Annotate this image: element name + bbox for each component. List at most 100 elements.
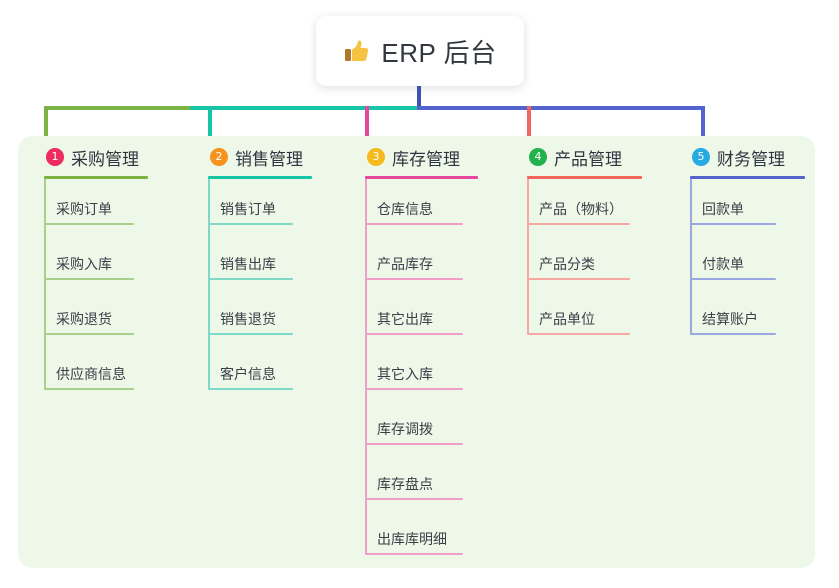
leaf-item[interactable]: 结算账户 [690,289,805,344]
drop-connector-2 [208,106,212,154]
branch-title: 财务管理 [717,149,785,169]
branch-leaf-list: 仓库信息产品库存其它出库其它入库库存调拨库存盘点出库库明细 [365,179,478,564]
branch-badge-icon: 3 [367,148,385,166]
leaf-item[interactable]: 客户信息 [208,344,312,399]
leaf-item-rule [365,278,463,280]
leaf-item-label: 销售订单 [220,201,276,217]
branch-title: 采购管理 [71,149,139,169]
leaf-item[interactable]: 其它入库 [365,344,478,399]
leaf-item[interactable]: 其它出库 [365,289,478,344]
leaf-item-rule [44,388,134,390]
leaf-item-label: 产品库存 [377,256,433,272]
leaf-item-rule [527,223,630,225]
branch-spine [208,179,210,389]
drop-connector-3 [365,106,369,154]
leaf-item-rule [365,223,463,225]
leaf-item-rule [365,443,463,445]
leaf-item-rule [365,553,463,555]
bus-bar-mid-segment [190,106,421,110]
branch-badge-icon: 2 [210,148,228,166]
leaf-item-label: 其它出库 [377,311,433,327]
leaf-item-label: 供应商信息 [56,366,126,382]
leaf-item[interactable]: 采购入库 [44,234,148,289]
branch-header-4[interactable]: 4 产品管理 [527,144,642,170]
leaf-item[interactable]: 供应商信息 [44,344,148,399]
leaf-item-label: 其它入库 [377,366,433,382]
bus-bar-right-segment [417,106,705,110]
leaf-item[interactable]: 仓库信息 [365,179,478,234]
leaf-item-rule [208,223,293,225]
leaf-item[interactable]: 采购订单 [44,179,148,234]
leaf-item-label: 产品（物料） [539,201,623,217]
branch-leaf-list: 回款单付款单结算账户 [690,179,805,344]
leaf-item-rule [690,223,776,225]
leaf-item[interactable]: 产品分类 [527,234,642,289]
leaf-item-rule [44,333,134,335]
branch-badge-icon: 4 [529,148,547,166]
leaf-item-rule [44,278,134,280]
leaf-item-label: 付款单 [702,256,744,272]
leaf-item[interactable]: 销售出库 [208,234,312,289]
leaf-item[interactable]: 出库库明细 [365,509,478,564]
leaf-item[interactable]: 采购退货 [44,289,148,344]
drop-connector-4 [527,106,531,154]
branch-header-1[interactable]: 1 采购管理 [44,144,148,170]
leaf-item-rule [365,388,463,390]
leaf-item-label: 出库库明细 [377,531,447,547]
leaf-item-label: 采购退货 [56,311,112,327]
leaf-item[interactable]: 产品（物料） [527,179,642,234]
branch-header-rule [365,176,478,179]
root-stem-connector [417,86,421,106]
branch-spine [690,179,692,334]
branch-title: 产品管理 [554,149,622,169]
branch-badge-icon: 1 [46,148,64,166]
leaf-item[interactable]: 库存调拨 [365,399,478,454]
root-title: ERP 后台 [381,37,497,68]
leaf-item[interactable]: 销售退货 [208,289,312,344]
leaf-item-rule [527,278,630,280]
leaf-item-rule [527,333,630,335]
branch-column-4: 4 产品管理产品（物料） 产品分类产品单位 [527,144,642,344]
leaf-item-rule [690,333,776,335]
leaf-item-label: 回款单 [702,201,744,217]
leaf-item[interactable]: 回款单 [690,179,805,234]
leaf-item-rule [690,278,776,280]
leaf-item-rule [365,333,463,335]
leaf-item[interactable]: 产品库存 [365,234,478,289]
leaf-item-label: 结算账户 [702,311,758,327]
branch-spine [527,179,529,334]
root-node[interactable]: ERP 后台 [316,16,524,86]
leaf-item-label: 销售退货 [220,311,276,327]
branch-column-1: 1 采购管理采购订单采购入库采购退货供应商信息 [44,144,148,399]
leaf-item-label: 销售出库 [220,256,276,272]
thumbs-up-icon [343,37,371,65]
leaf-item-label: 客户信息 [220,366,276,382]
branch-header-rule [44,176,148,179]
leaf-item-label: 产品单位 [539,311,595,327]
branch-leaf-list: 采购订单采购入库采购退货供应商信息 [44,179,148,399]
leaf-item-rule [365,498,463,500]
leaf-item[interactable]: 销售订单 [208,179,312,234]
branch-leaf-list: 销售订单销售出库销售退货客户信息 [208,179,312,399]
branch-header-rule [690,176,805,179]
leaf-item-rule [208,388,293,390]
leaf-item-rule [208,333,293,335]
branch-header-rule [527,176,642,179]
leaf-item-rule [208,278,293,280]
content-panel [18,136,815,568]
leaf-item-label: 仓库信息 [377,201,433,217]
leaf-item[interactable]: 产品单位 [527,289,642,344]
branch-spine [365,179,367,554]
leaf-item-rule [44,223,134,225]
leaf-item[interactable]: 付款单 [690,234,805,289]
leaf-item[interactable]: 库存盘点 [365,454,478,509]
branch-header-rule [208,176,312,179]
bus-bar-left-segment [44,106,192,110]
